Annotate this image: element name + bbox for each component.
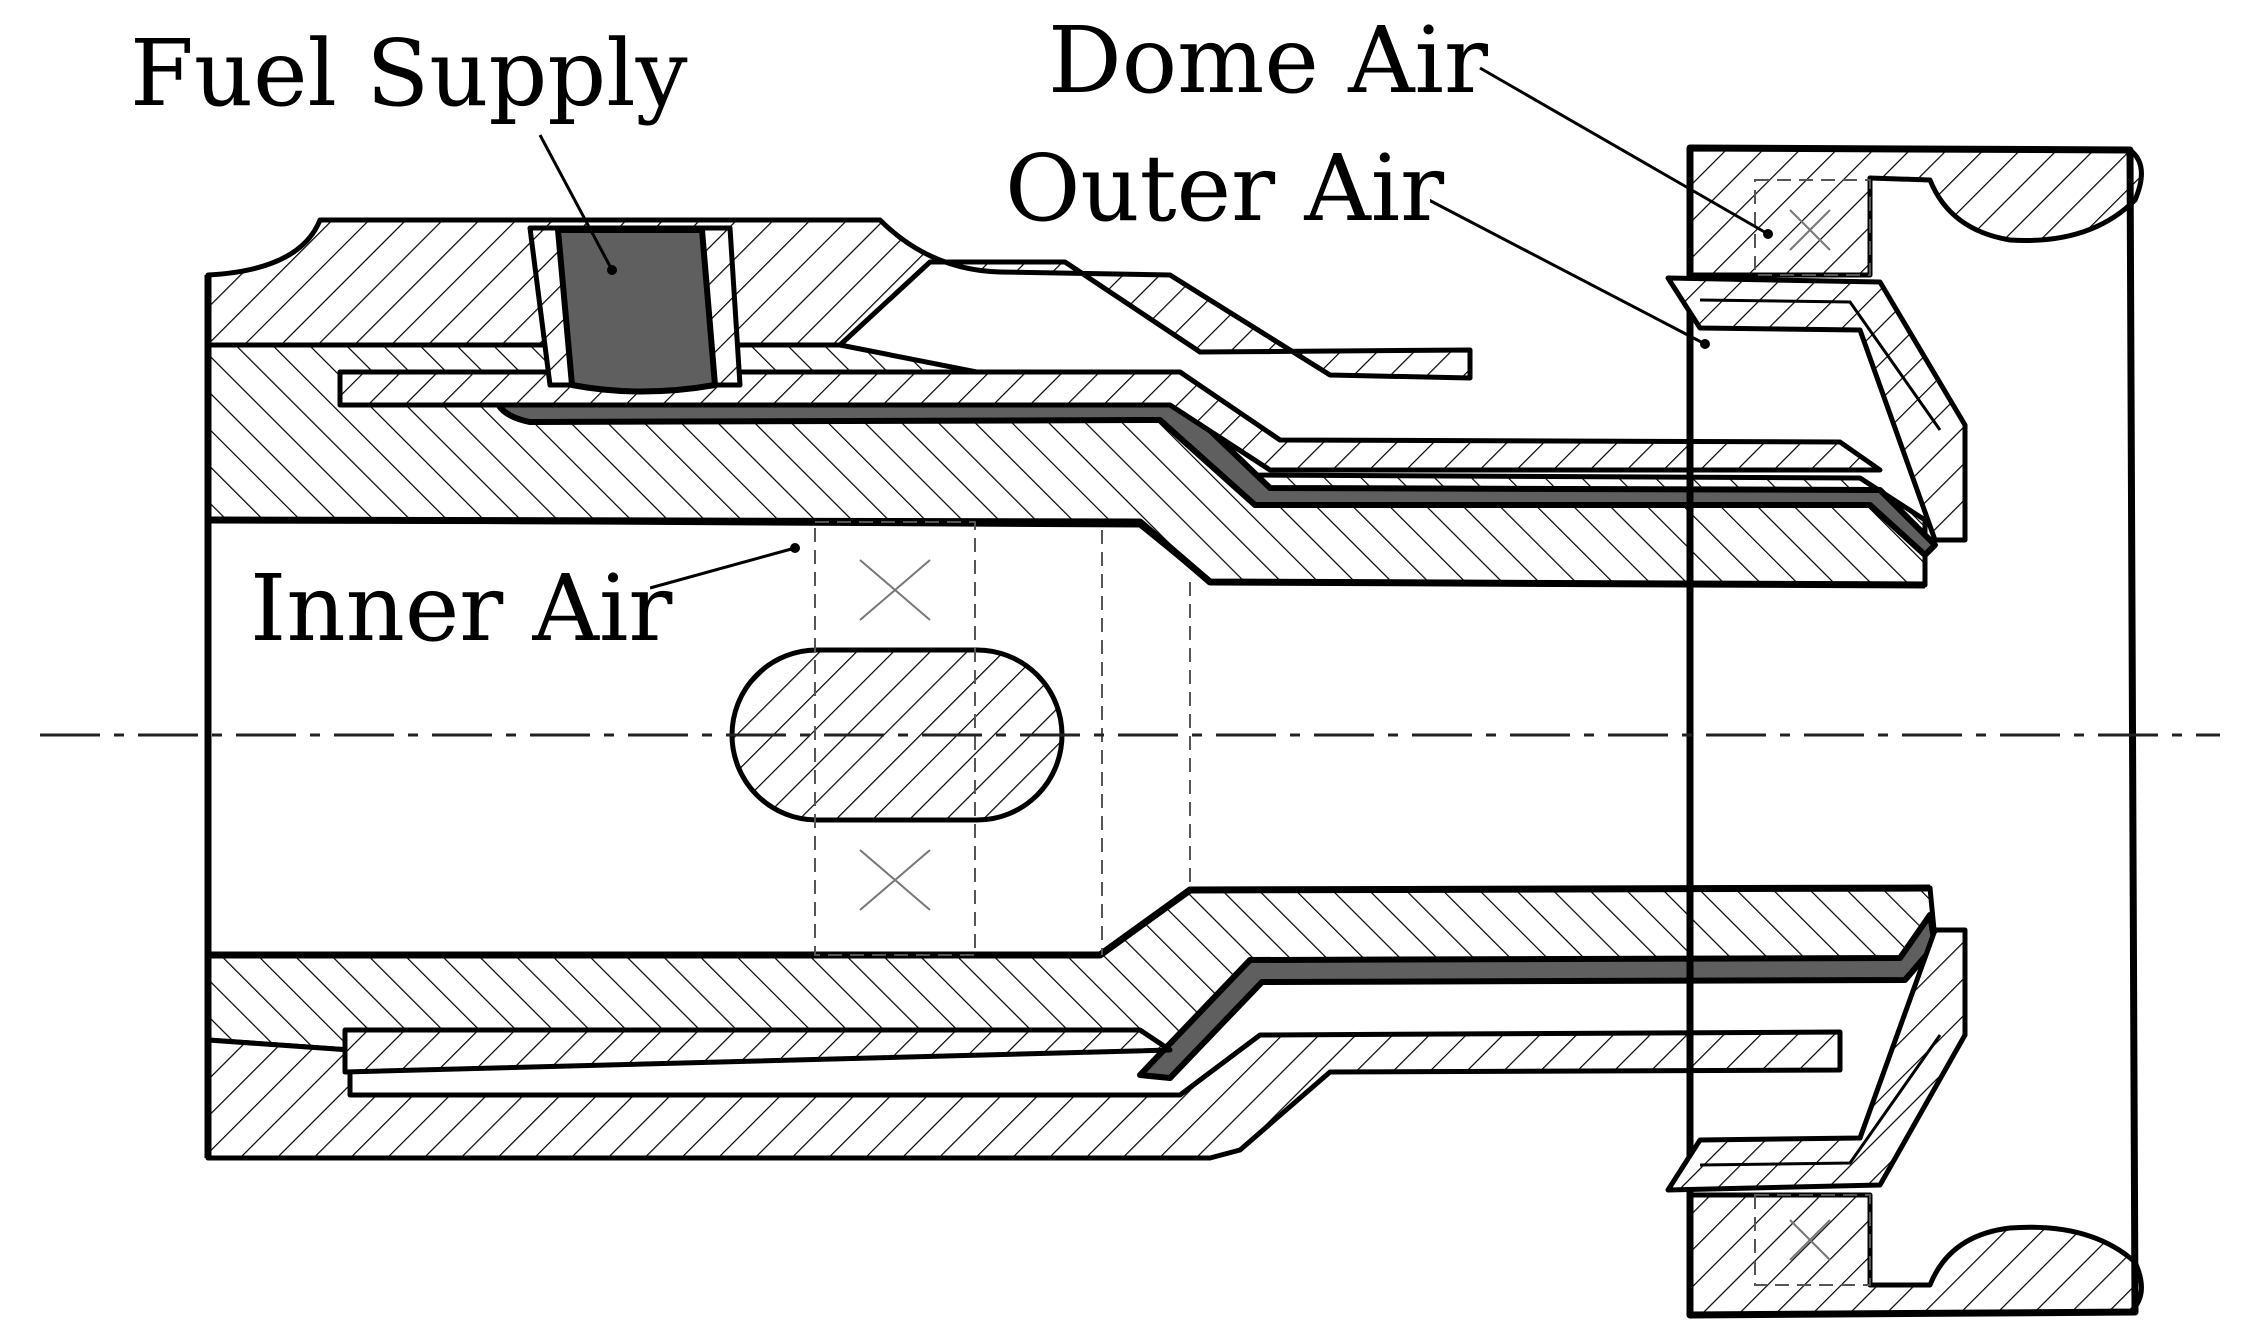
fuel-supply-leader <box>538 134 617 275</box>
outer-air-passage-upper <box>1699 298 1942 431</box>
outer-air-swirler-upper <box>1665 275 1968 543</box>
inner-air-swirler <box>814 521 1191 956</box>
upper-outer-housing <box>205 217 1473 381</box>
fuel-supply-label: Fuel Supply <box>130 20 688 127</box>
dome-outline <box>1686 144 2139 1319</box>
bore-outline-lower <box>208 884 1931 959</box>
inner-air-leader <box>649 543 800 590</box>
fuel-supply-tube <box>555 227 718 395</box>
outer-air-swirler-lower <box>1665 927 1968 1193</box>
upper-insert <box>337 369 1883 473</box>
dome-air-label: Dome Air <box>1048 7 1488 114</box>
outer-air-leader <box>1424 196 1710 349</box>
dome-air-swirler <box>1754 179 1871 1286</box>
lower-outer-housing <box>205 1029 1843 1161</box>
dome-cap-lower <box>1687 1192 2144 1318</box>
dome-cap-upper <box>1687 145 2144 278</box>
dome-air-leader <box>1479 66 1773 239</box>
inner-air-label: Inner Air <box>250 555 672 662</box>
bore-outline-upper <box>207 516 1926 589</box>
outer-air-passage-lower <box>1699 1034 1942 1167</box>
lower-insert <box>342 1027 1173 1075</box>
outer-air-label: Outer Air <box>1005 135 1444 242</box>
